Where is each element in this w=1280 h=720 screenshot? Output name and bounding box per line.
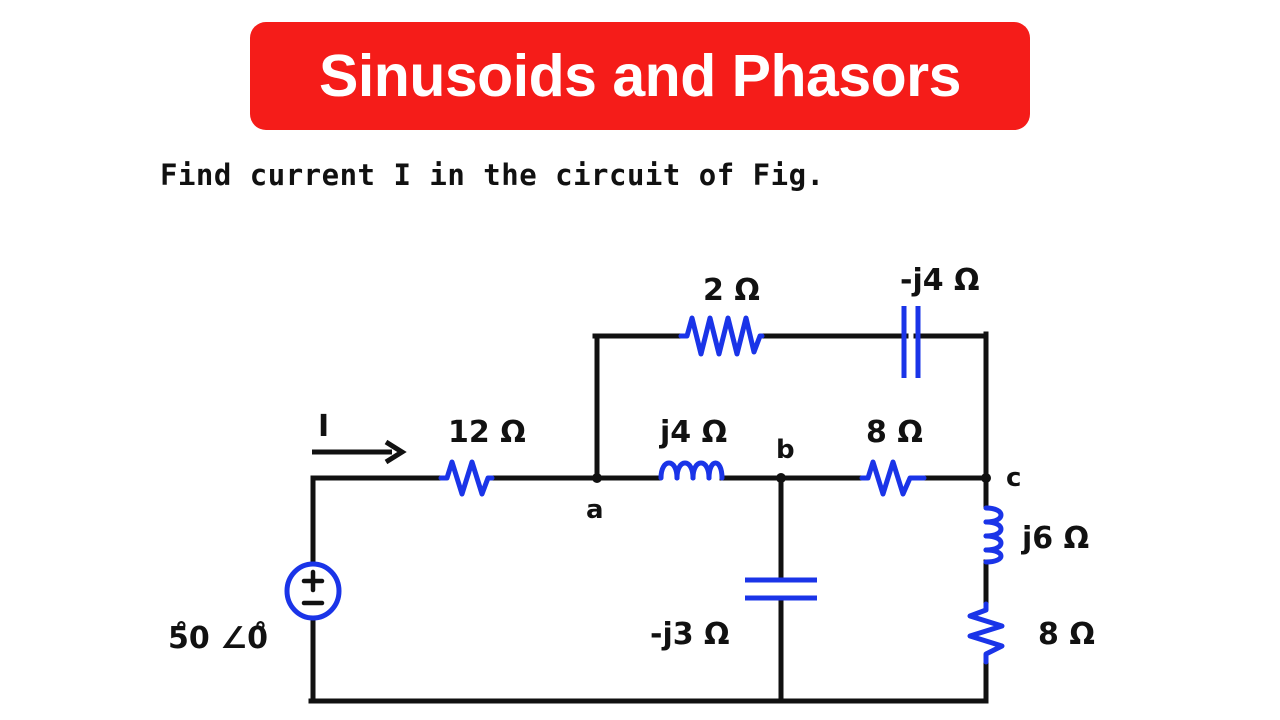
node-c-label: c [1006,463,1021,493]
current-arrow [312,439,407,465]
resistor-8-right-zigzag [967,601,1005,665]
problem-statement: Find current I in the circuit of Fig. [160,158,825,192]
resistor-12 [438,459,495,497]
resistor-12-label: 12 Ω [448,415,526,450]
current-label: I [318,409,329,444]
capacitor-j4 [901,306,921,378]
resistor-8-middle [859,459,927,497]
junction-dot-c [981,473,991,483]
inductor-j4-coil-4 [706,460,725,481]
resistor-2-label: 2 Ω [703,273,760,308]
resistor-8-right-label: 8 Ω [1038,617,1095,652]
capacitor-j3 [745,577,817,601]
resistor-2 [678,315,765,357]
page-title: Sinusoids and Phasors [319,42,961,109]
inductor-j4 [658,460,725,481]
resistor-8-right [967,601,1005,665]
voltage-source-label: 5̊0 ∠0̊ [168,620,268,656]
resistor-8-middle-zigzag [859,459,927,497]
resistor-8-middle-label: 8 Ω [866,415,923,450]
node-a-label: a [586,495,604,525]
inductor-j6-coil-4 [983,547,1004,565]
junction-dot-b [776,473,786,483]
resistor-2-zigzag [678,315,765,357]
resistor-12-zigzag [438,459,495,497]
voltage-source-plus-icon [301,569,325,593]
capacitor-j4-label: -j4 Ω [900,263,980,298]
junction-dots [592,473,991,483]
inductor-j6-label: j6 Ω [1021,521,1089,556]
node-b-label: b [776,435,795,465]
current-arrow-head [384,439,407,465]
junction-dot-a [592,473,602,483]
capacitor-j3-label: -j3 Ω [650,617,730,652]
circuit-wires [308,331,989,704]
title-banner: Sinusoids and Phasors [250,22,1030,130]
voltage-source [284,561,342,621]
inductor-j4-label: j4 Ω [659,415,727,450]
inductor-j6 [983,505,1004,565]
